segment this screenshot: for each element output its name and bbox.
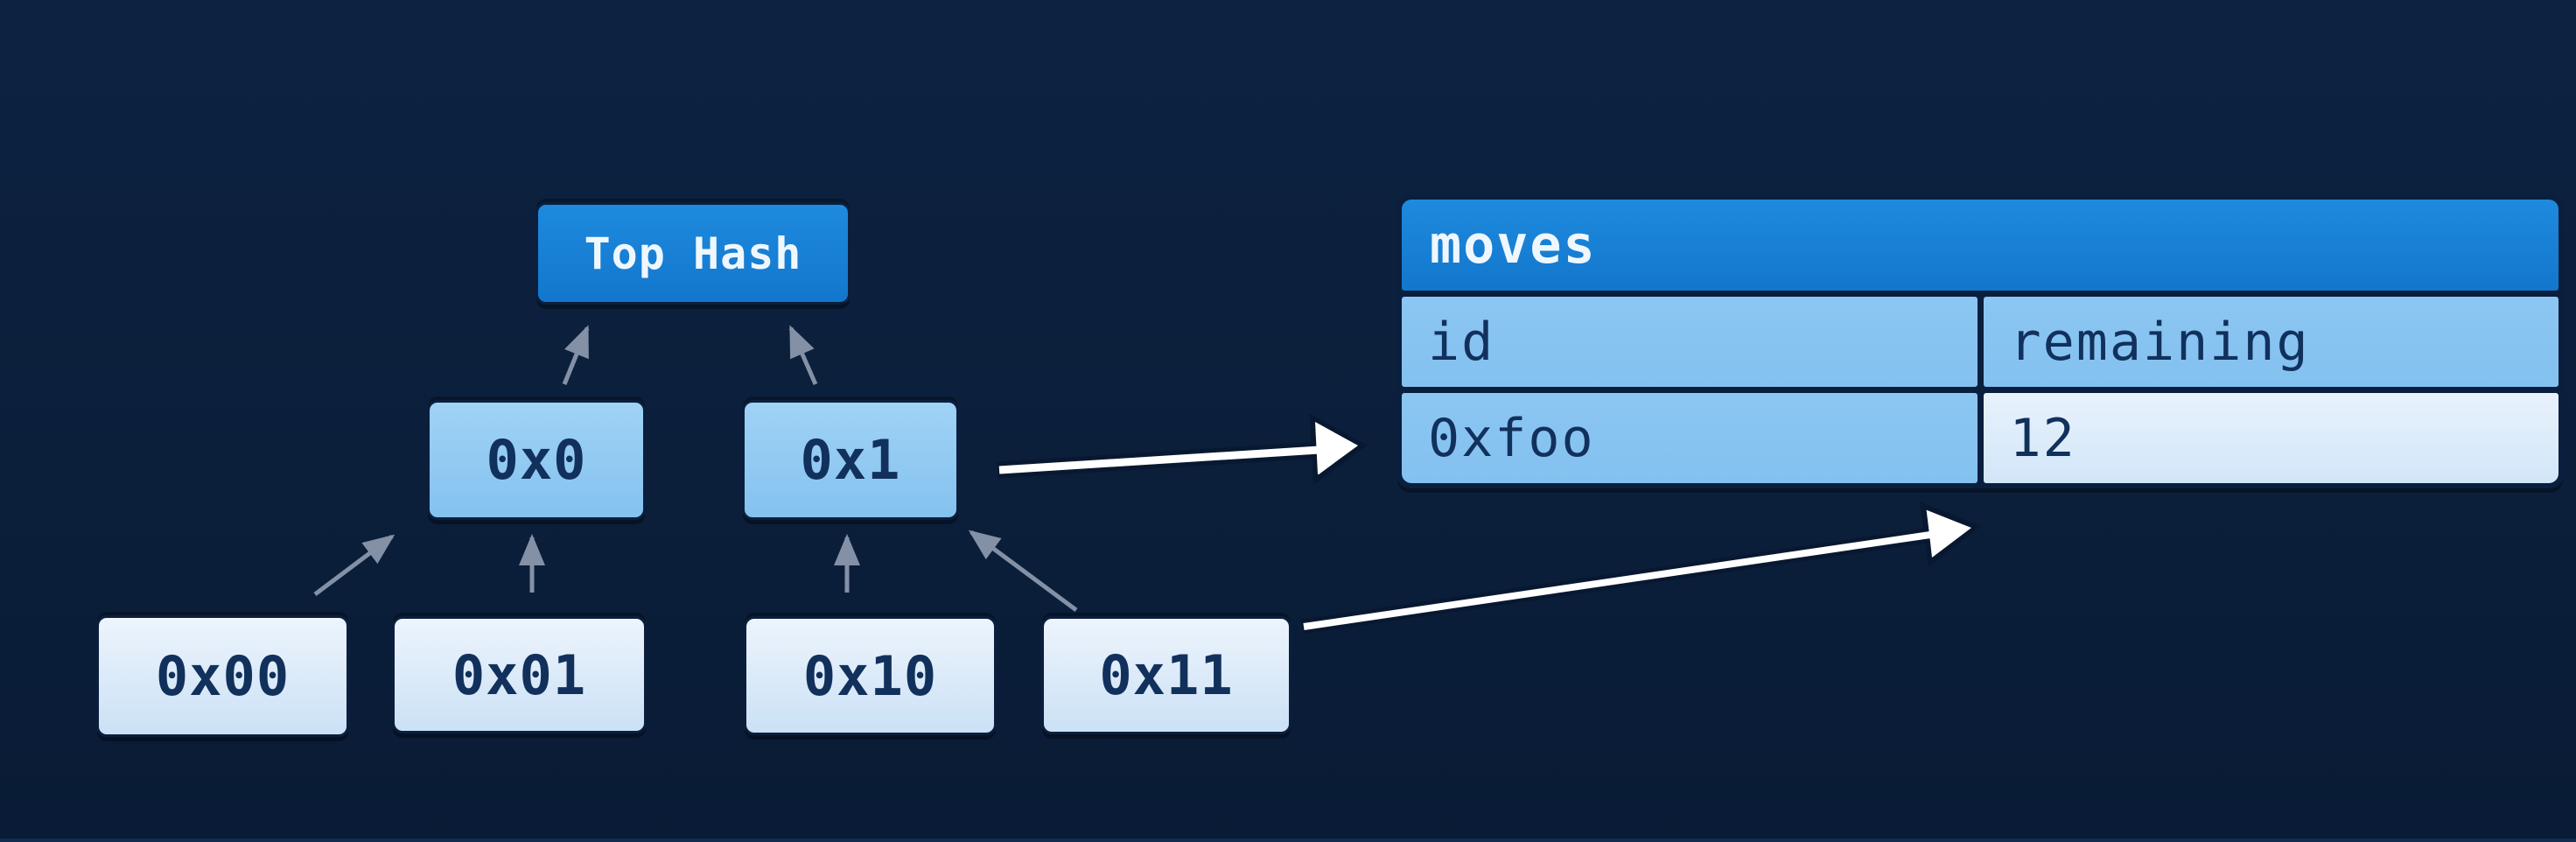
leaf-0x01: 0x01 bbox=[392, 616, 647, 733]
column-header-id: id bbox=[1402, 297, 1978, 387]
edge-0x00-to-0x0 bbox=[313, 534, 396, 596]
node-0x1-label: 0x1 bbox=[800, 428, 901, 492]
edge-0x1-to-top-hash bbox=[788, 325, 818, 386]
node-0x0: 0x0 bbox=[427, 400, 646, 520]
node-0x1: 0x1 bbox=[742, 400, 959, 520]
cell-remaining-value: 12 bbox=[1983, 393, 2558, 483]
table-title-row: moves bbox=[1402, 200, 2558, 291]
bottom-edge-highlight bbox=[0, 838, 2576, 842]
column-header-remaining-label: remaining bbox=[2009, 311, 2310, 373]
leaf-0x11-label: 0x11 bbox=[1099, 643, 1234, 707]
edge-0x11-to-0x1 bbox=[968, 530, 1078, 613]
cell-id-value: 0xfoo bbox=[1402, 393, 1978, 483]
edge-0x0-to-top-hash bbox=[562, 325, 590, 385]
cell-id-value-label: 0xfoo bbox=[1428, 407, 1595, 469]
leaf-0x11: 0x11 bbox=[1041, 616, 1292, 734]
column-header-id-label: id bbox=[1428, 311, 1495, 373]
arrow-0x11-to-table bbox=[1300, 502, 1982, 635]
table-data-row: 0xfoo 12 bbox=[1402, 393, 2558, 483]
node-top-hash-label: Top Hash bbox=[584, 228, 802, 279]
table-title: moves bbox=[1430, 214, 1597, 276]
leaf-0x10-label: 0x10 bbox=[802, 643, 938, 708]
leaf-0x00-label: 0x00 bbox=[155, 644, 290, 708]
table-header-row: id remaining bbox=[1402, 297, 2558, 387]
node-top-hash: Top Hash bbox=[536, 202, 850, 305]
leaf-0x10: 0x10 bbox=[744, 616, 997, 735]
node-0x0-label: 0x0 bbox=[486, 428, 587, 492]
leaf-0x00: 0x00 bbox=[96, 615, 349, 737]
cell-remaining-value-label: 12 bbox=[2009, 407, 2076, 469]
arrow-0x1-to-table bbox=[997, 413, 1368, 485]
leaf-0x01-label: 0x01 bbox=[452, 642, 587, 707]
moves-table: moves id remaining 0xfoo 12 bbox=[1396, 194, 2564, 488]
column-header-remaining: remaining bbox=[1983, 297, 2558, 387]
